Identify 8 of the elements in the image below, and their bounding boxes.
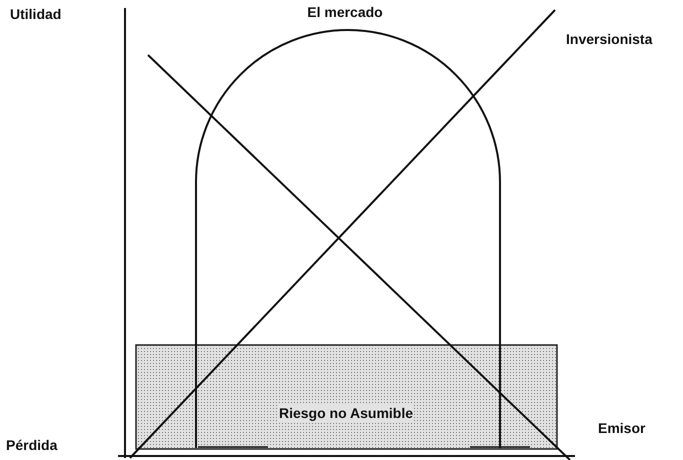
market-heading: El mercado [307, 4, 383, 20]
line-label: Inversionista [566, 31, 652, 47]
axis-label: Pérdida [6, 437, 58, 453]
axis-label: Utilidad [10, 6, 62, 22]
arch-outline [195, 29, 501, 448]
shaded-region [135, 344, 558, 450]
region-label: Riesgo no Asumible [278, 405, 414, 421]
line-label: Emisor [598, 420, 646, 436]
